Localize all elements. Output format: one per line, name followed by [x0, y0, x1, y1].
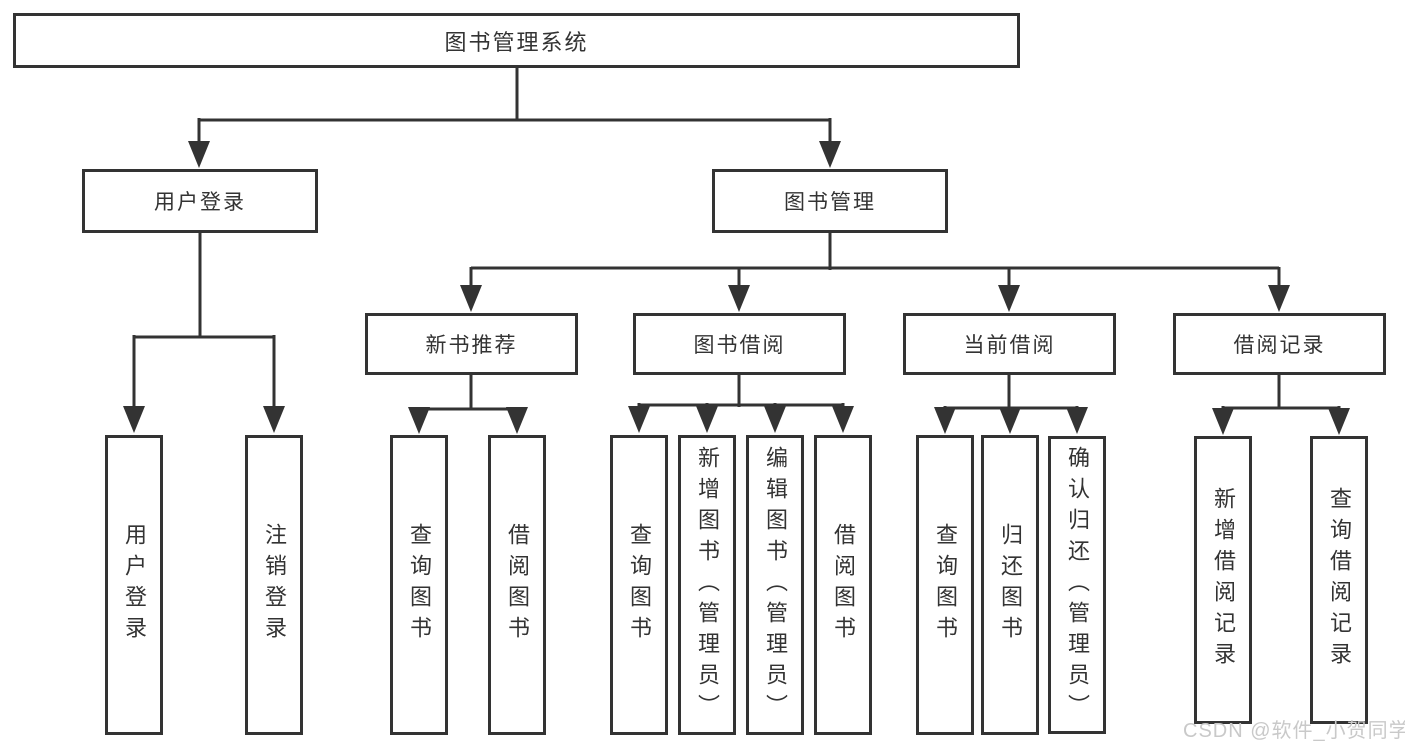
leaf-logout: 注销登录: [245, 435, 303, 735]
leaf-query-books-current: 查询图书: [916, 435, 974, 735]
leaf-borrow-books-recommend: 借阅图书: [488, 435, 546, 735]
leaf-borrow-books: 借阅图书: [814, 435, 872, 735]
leaf-user-login: 用户登录: [105, 435, 163, 735]
leaf-add-borrow-record: 新增借阅记录: [1194, 436, 1252, 724]
leaf-query-books-recommend: 查询图书: [390, 435, 448, 735]
node-book-management: 图书管理: [712, 169, 948, 233]
leaf-query-borrow-record: 查询借阅记录: [1310, 436, 1368, 724]
node-library-system: 图书管理系统: [13, 13, 1020, 68]
leaf-confirm-return-admin: 确认归还（管理员）: [1048, 436, 1106, 734]
leaf-query-books-borrow: 查询图书: [610, 435, 668, 735]
leaf-add-books-admin: 新增图书（管理员）: [678, 435, 736, 735]
leaf-edit-books-admin: 编辑图书（管理员）: [746, 435, 804, 735]
node-borrowing-records: 借阅记录: [1173, 313, 1386, 375]
node-user-login: 用户登录: [82, 169, 318, 233]
leaf-return-books: 归还图书: [981, 435, 1039, 735]
watermark-text: CSDN @软件_小贺同学: [1183, 720, 1405, 742]
node-new-book-recommendation: 新书推荐: [365, 313, 578, 375]
node-current-borrowing: 当前借阅: [903, 313, 1116, 375]
node-book-borrowing: 图书借阅: [633, 313, 846, 375]
